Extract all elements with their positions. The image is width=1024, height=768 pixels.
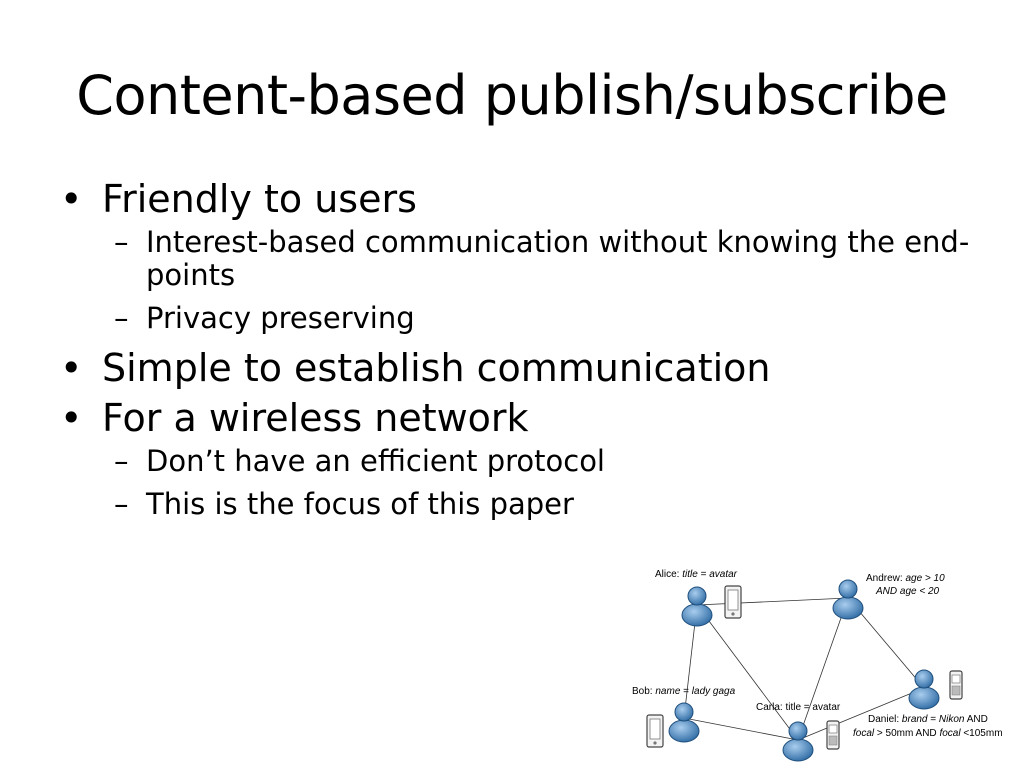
bullet-text: Simple to establish communication <box>102 346 771 390</box>
bullet-list: • Friendly to users – Interest-based com… <box>60 176 980 531</box>
sub-bullet-item: – Interest-based communication without k… <box>60 226 980 292</box>
person-icon <box>681 586 713 627</box>
bullet-mark: • <box>60 346 83 390</box>
sub-bullet-item: – Privacy preserving <box>60 302 980 335</box>
sub-bullet-item: – This is the focus of this paper <box>60 488 980 521</box>
phone-icon <box>826 720 840 750</box>
node-label-andrew-line2: AND age < 20 <box>875 586 940 597</box>
dash-mark: – <box>114 301 129 335</box>
slide-title: Content-based publish/subscribe <box>76 64 948 127</box>
person-icon <box>668 702 700 743</box>
person-icon <box>832 579 864 620</box>
dash-mark: – <box>114 444 129 478</box>
network-diagram: Alice: title = avatar Andrew: age > 10 A… <box>632 569 1003 762</box>
node-label-andrew: Andrew: age > 10 <box>866 573 945 584</box>
bullet-item: • For a wireless network <box>60 395 980 441</box>
bullet-item: • Friendly to users <box>60 176 980 222</box>
sub-bullet-text: Interest-based communication without kno… <box>146 225 970 292</box>
bullet-text: For a wireless network <box>102 396 529 440</box>
node-label-alice: Alice: title = avatar <box>655 569 738 580</box>
phone-icon <box>949 670 963 700</box>
sub-bullet-text: Don’t have an efficient protocol <box>146 444 605 478</box>
dash-mark: – <box>114 225 129 259</box>
node-label-bob: Bob: name = lady gaga <box>632 686 736 697</box>
bullet-mark: • <box>60 177 83 221</box>
person-icon <box>782 721 814 762</box>
sub-bullet-text: Privacy preserving <box>146 301 415 335</box>
network-links <box>683 597 925 741</box>
node-label-carla: Carla: title = avatar <box>756 702 841 713</box>
sub-bullet-text: This is the focus of this paper <box>146 487 574 521</box>
sub-bullet-item: – Don’t have an efficient protocol <box>60 445 980 478</box>
node-label-daniel: Daniel: brand = Nikon AND <box>868 714 988 725</box>
tablet-icon <box>646 714 664 748</box>
node-label-daniel-line2: focal > 50mm AND focal <105mm <box>853 728 1003 739</box>
bullet-mark: • <box>60 396 83 440</box>
bullet-item: • Simple to establish communication <box>60 345 980 391</box>
tablet-icon <box>724 585 742 619</box>
dash-mark: – <box>114 487 129 521</box>
bullet-text: Friendly to users <box>102 177 417 221</box>
